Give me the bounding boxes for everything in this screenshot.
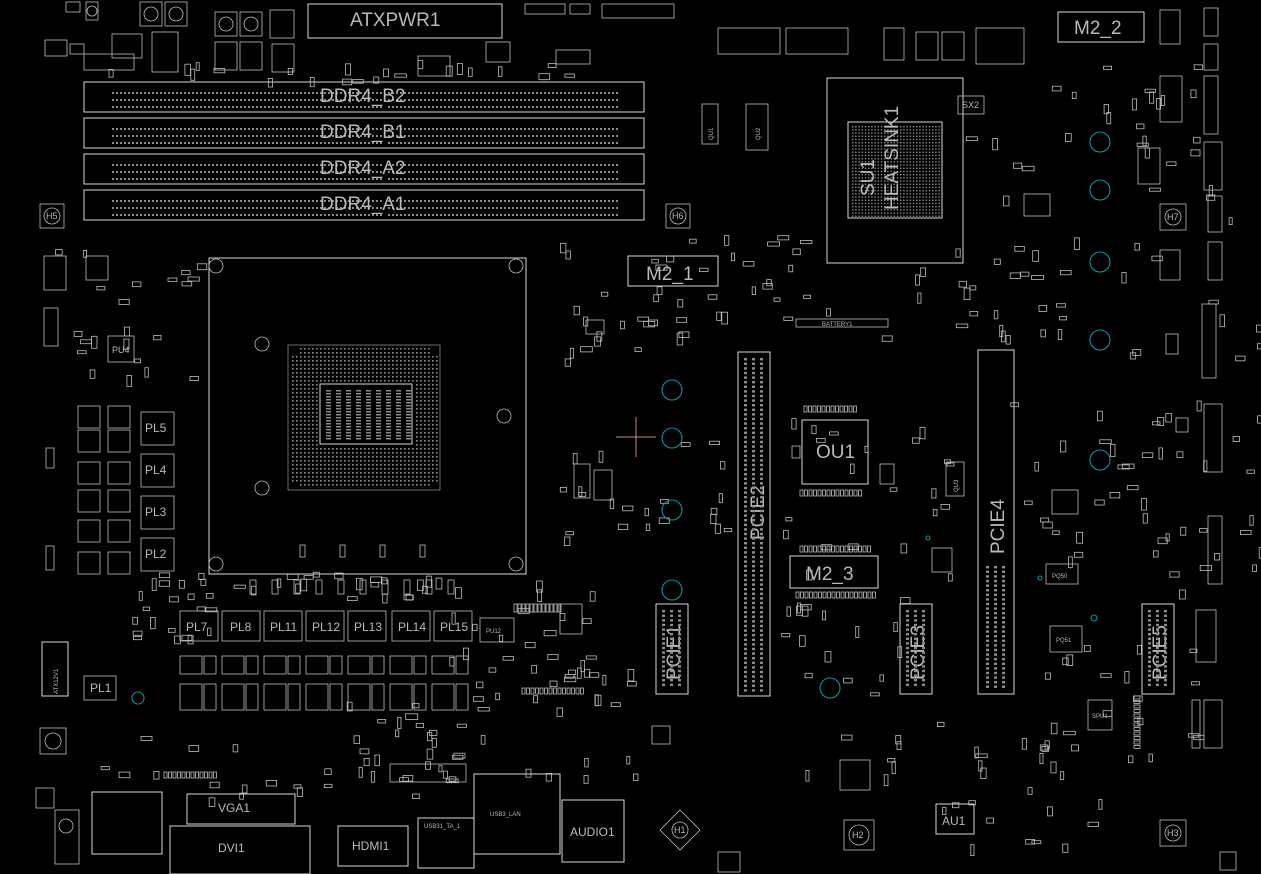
svg-text:AUDIO1: AUDIO1: [570, 825, 615, 839]
svg-text:PL7: PL7: [186, 620, 208, 634]
svg-text:PL13: PL13: [354, 620, 382, 634]
ddr4-a1-label: DDR4_A1: [320, 194, 406, 215]
svg-text:H2: H2: [852, 830, 864, 840]
mounting-holes: [131, 131, 1111, 705]
svg-text:HDMI1: HDMI1: [352, 839, 390, 853]
svg-text:QU2: QU2: [756, 127, 762, 140]
pcie5-label: PCIE5: [1150, 625, 1171, 680]
svg-text:USB3_LAN: USB3_LAN: [490, 812, 521, 818]
svg-text:PL1: PL1: [90, 681, 112, 695]
svg-text:PL4: PL4: [145, 463, 167, 477]
au1-label: AU1: [942, 814, 966, 828]
svg-text:PL11: PL11: [270, 620, 297, 634]
cpu-socket: [208, 257, 527, 575]
svg-text:QU1: QU1: [709, 127, 715, 140]
top-small-components: [44, 1, 675, 77]
bottom-vrm: PL7 PL8 PL11 PL12 PL13 PL14 PL15 PU12: [179, 610, 515, 711]
svg-text:H3: H3: [1167, 828, 1179, 838]
pch-heatsink: HEATSINK1 SU1 SX2: [826, 77, 1051, 264]
ou1-label: OU1: [816, 442, 855, 463]
svg-text:PL5: PL5: [145, 421, 167, 435]
ddr4-b1-label: DDR4_B1: [320, 122, 406, 143]
right-components: M2_2 H7 H3 QU3 PQ50 PQ51 SPU1 A: [931, 7, 1237, 871]
svg-text:PU12: PU12: [486, 629, 502, 635]
svg-text:DVI1: DVI1: [218, 841, 245, 855]
svg-text:USB31_TA_1: USB31_TA_1: [424, 824, 461, 830]
ddr4-slots: DDR4_B2 DDR4_B1 DDR4_A2 DDR4_A1: [83, 81, 645, 221]
svg-text:PQ51: PQ51: [1056, 638, 1072, 644]
m2-1-label: M2_1: [646, 264, 694, 285]
svg-text:SPU1: SPU1: [1092, 714, 1108, 720]
passive-components: [55, 59, 1261, 857]
svg-text:PL14: PL14: [398, 620, 426, 634]
svg-text:VGA1: VGA1: [218, 801, 250, 815]
ddr4-a2-label: DDR4_A2: [320, 158, 406, 179]
atxpwr1-connector: ATXPWR1: [307, 3, 503, 39]
svg-text:PU4: PU4: [112, 345, 130, 355]
m2-2-label: M2_2: [1074, 18, 1122, 39]
pch-label: SU1: [858, 159, 879, 196]
heatsink-label: HEATSINK1: [882, 106, 903, 210]
svg-text:SX2: SX2: [962, 100, 979, 110]
h1-mount: H1: [659, 809, 701, 851]
atxpwr1-label: ATXPWR1: [350, 10, 440, 31]
m2-3-label: M2_3: [806, 564, 854, 585]
center-components: QU1 QU2 M2_1 BATTERY1 OU1 M2_3 H2: [559, 27, 1025, 873]
h6-mount: H6: [665, 203, 691, 229]
pcie3-label: PCIE3: [908, 625, 929, 680]
svg-text:PL8: PL8: [230, 620, 252, 634]
svg-text:PQ50: PQ50: [1052, 574, 1068, 580]
svg-text:H5: H5: [46, 211, 58, 221]
rear-io: VGA1 DVI1 HDMI1 USB31_TA_1 USB3_LAN AUDI…: [35, 763, 625, 874]
ddr4-b2-label: DDR4_B2: [320, 86, 406, 107]
pcie4-label: PCIE4: [988, 499, 1009, 554]
atx12v1-connector: ATX12V1 PL1: [39, 641, 117, 755]
svg-text:QU3: QU3: [954, 479, 960, 492]
pcie2-label: PCIE2: [748, 485, 769, 540]
left-vrm: PU4 PL5 PL4 PL3 PL2: [43, 255, 175, 575]
svg-text:PL3: PL3: [145, 505, 167, 519]
svg-text:H6: H6: [672, 211, 684, 221]
svg-text:PL2: PL2: [145, 547, 167, 561]
svg-text:PL12: PL12: [312, 620, 340, 634]
svg-text:PL15: PL15: [440, 620, 468, 634]
pcie1-label: PCIE1: [664, 625, 685, 680]
svg-text:H1: H1: [674, 825, 686, 835]
h5-mount: H5: [39, 203, 65, 229]
svg-text:ATX12V1: ATX12V1: [54, 668, 60, 694]
svg-text:H7: H7: [1167, 212, 1179, 222]
pcie-slots: PCIE2 PCIE1 PCIE3 PCIE4 PCIE5: [655, 349, 1175, 697]
svg-text:BATTERY1: BATTERY1: [822, 322, 853, 328]
